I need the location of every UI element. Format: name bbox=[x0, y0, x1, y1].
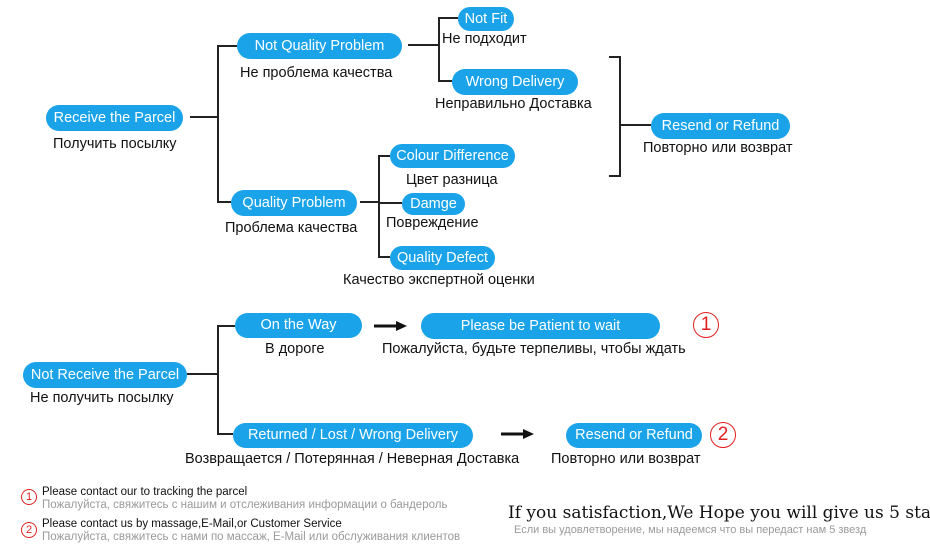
connector-line bbox=[217, 45, 219, 203]
quality-problem-ru-label: Проблема качества bbox=[225, 220, 358, 236]
not-receive-parcel-node: Not Receive the Parcel bbox=[23, 362, 187, 388]
note-1-ru-text: Пожалуйста, свяжитесь с нашим и отслежив… bbox=[42, 499, 448, 511]
marker-2-icon: 2 bbox=[710, 422, 736, 448]
resend-refund-ru-label: Повторно или возврат bbox=[643, 140, 793, 156]
arrow-right-icon bbox=[374, 321, 407, 331]
connector-line bbox=[360, 201, 380, 203]
connector-line bbox=[619, 124, 651, 126]
receive-parcel-node: Receive the Parcel bbox=[46, 105, 183, 131]
wrong-delivery-node: Wrong Delivery bbox=[452, 69, 578, 95]
not-fit-node: Not Fit bbox=[458, 7, 514, 31]
returned-lost-node: Returned / Lost / Wrong Delivery bbox=[233, 423, 473, 448]
connector-line bbox=[187, 373, 219, 375]
connector-line bbox=[190, 116, 219, 118]
note-2-ru-text: Пожалуйста, свяжитесь с нами по массаж, … bbox=[42, 531, 461, 543]
five-star-request-text: If you satisfaction,We Hope you will giv… bbox=[508, 503, 930, 523]
not-fit-ru-label: Не подходит bbox=[442, 31, 527, 47]
colour-difference-node: Colour Difference bbox=[390, 144, 515, 168]
wrong-delivery-ru-label: Неправильно Доставка bbox=[435, 96, 592, 112]
connector-line bbox=[378, 256, 390, 258]
connector-line bbox=[619, 56, 621, 177]
resend-refund-bottom-ru-label: Повторно или возврат bbox=[551, 451, 701, 467]
quality-defect-ru-label: Качество экспертной оценки bbox=[343, 272, 535, 288]
be-patient-ru-label: Пожалуйста, будьте терпеливы, чтобы ждат… bbox=[382, 341, 686, 357]
connector-line bbox=[438, 17, 458, 19]
returned-lost-ru-label: Возвращается / Потерянная / Неверная Дос… bbox=[185, 451, 520, 467]
damage-ru-label: Повреждение bbox=[386, 215, 479, 231]
connector-line bbox=[408, 44, 440, 46]
colour-difference-ru-label: Цвет разница bbox=[406, 172, 498, 188]
connector-line bbox=[217, 433, 233, 435]
connector-line bbox=[609, 175, 621, 177]
quality-problem-node: Quality Problem bbox=[231, 190, 357, 216]
connector-line bbox=[217, 45, 237, 47]
five-star-request-ru-text: Если вы удовлетворение, мы надеемся что … bbox=[514, 524, 867, 536]
connector-line bbox=[438, 17, 440, 82]
not-quality-problem-ru-label: Не проблема качества bbox=[240, 65, 393, 81]
note-1-marker-icon: 1 bbox=[21, 489, 37, 505]
connector-line bbox=[438, 80, 452, 82]
not-quality-problem-node: Not Quality Problem bbox=[237, 33, 402, 59]
connector-line bbox=[217, 201, 231, 203]
on-the-way-ru-label: В дороге bbox=[265, 341, 325, 357]
be-patient-node: Please be Patient to wait bbox=[421, 313, 660, 339]
resend-refund-node: Resend or Refund bbox=[651, 113, 790, 139]
on-the-way-node: On the Way bbox=[235, 313, 362, 338]
arrow-right-icon bbox=[501, 429, 534, 439]
note-2-marker-icon: 2 bbox=[21, 522, 37, 538]
marker-1-icon: 1 bbox=[693, 312, 719, 338]
resend-refund-bottom-node: Resend or Refund bbox=[566, 423, 702, 448]
connector-line bbox=[609, 56, 621, 58]
connector-line bbox=[378, 155, 380, 258]
note-2-text: Please contact us by massage,E-Mail,or C… bbox=[42, 518, 342, 530]
quality-defect-node: Quality Defect bbox=[390, 246, 495, 270]
connector-line bbox=[378, 202, 402, 204]
not-receive-parcel-ru-label: Не получить посылку bbox=[30, 390, 174, 406]
connector-line bbox=[217, 325, 219, 435]
receive-parcel-ru-label: Получить посылку bbox=[53, 136, 177, 152]
connector-line bbox=[217, 325, 235, 327]
connector-line bbox=[378, 155, 390, 157]
note-1-text: Please contact our to tracking the parce… bbox=[42, 486, 248, 498]
damage-node: Damge bbox=[402, 193, 465, 215]
